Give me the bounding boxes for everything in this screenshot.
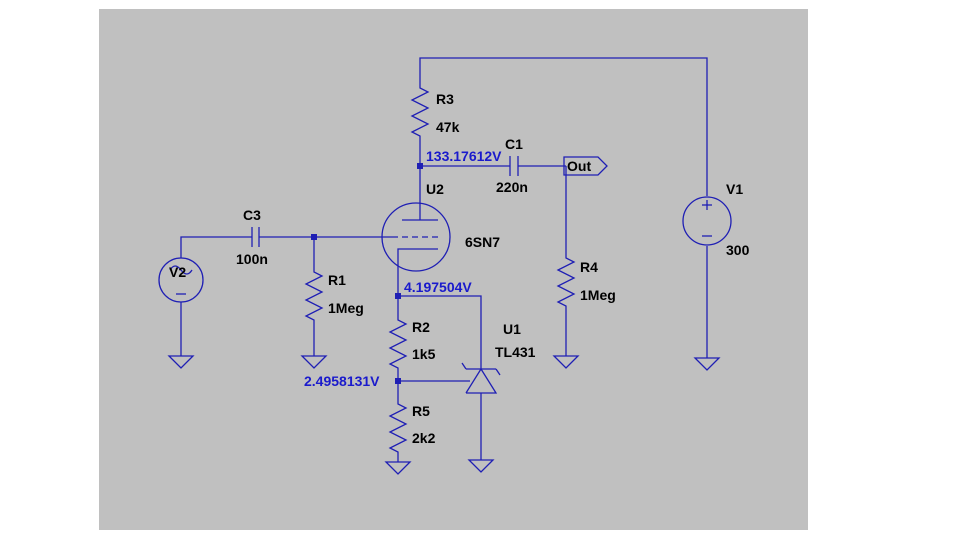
v1-name: V1 xyxy=(726,181,743,197)
r5-value: 2k2 xyxy=(412,430,436,446)
voltage-source-v2 xyxy=(158,257,204,303)
tube-u2 xyxy=(381,202,451,272)
capacitor-c1 xyxy=(509,156,519,176)
resistor-r3 xyxy=(410,80,430,142)
net-label-out-flag xyxy=(563,156,608,176)
resistor-r4 xyxy=(556,250,576,310)
resistor-r1 xyxy=(304,264,324,324)
r1-name: R1 xyxy=(328,272,346,288)
r1-value: 1Meg xyxy=(328,300,364,316)
r3-value: 47k xyxy=(436,119,460,135)
u1-value: TL431 xyxy=(495,344,536,360)
node-plate xyxy=(417,163,423,169)
ground-v2 xyxy=(167,355,195,369)
c3-value: 100n xyxy=(236,251,268,267)
r2-name: R2 xyxy=(412,319,430,335)
voltage-cathode: 4.197504V xyxy=(404,279,472,295)
u2-name: U2 xyxy=(426,181,444,197)
c3-name: C3 xyxy=(243,207,261,223)
ground-v1 xyxy=(693,357,721,371)
v2-name: V2 xyxy=(169,264,186,280)
node-cathode xyxy=(395,293,401,299)
net-label-out: Out xyxy=(567,158,591,174)
c1-value: 220n xyxy=(496,179,528,195)
capacitor-c3 xyxy=(251,227,260,247)
wires xyxy=(180,57,708,462)
v1-value: 300 xyxy=(726,242,750,258)
ground-r1 xyxy=(300,355,328,369)
r4-name: R4 xyxy=(580,259,598,275)
resistor-r5 xyxy=(388,396,408,456)
voltage-divider: 2.4958131V xyxy=(304,373,380,389)
c1-name: C1 xyxy=(505,136,523,152)
regulator-u1 xyxy=(461,362,501,394)
r2-value: 1k5 xyxy=(412,346,436,362)
voltage-plate: 133.17612V xyxy=(426,148,502,164)
ground-r4 xyxy=(552,355,580,369)
schematic-background xyxy=(99,9,808,530)
resistor-r2 xyxy=(388,312,408,372)
u2-value: 6SN7 xyxy=(465,234,500,250)
ground-r5 xyxy=(384,461,412,475)
r3-name: R3 xyxy=(436,91,454,107)
r5-name: R5 xyxy=(412,403,430,419)
node-grid xyxy=(311,234,317,240)
node-divider xyxy=(395,378,401,384)
u1-name: U1 xyxy=(503,321,521,337)
r4-value: 1Meg xyxy=(580,287,616,303)
ground-u1 xyxy=(467,459,495,473)
voltage-source-v1 xyxy=(682,196,732,246)
